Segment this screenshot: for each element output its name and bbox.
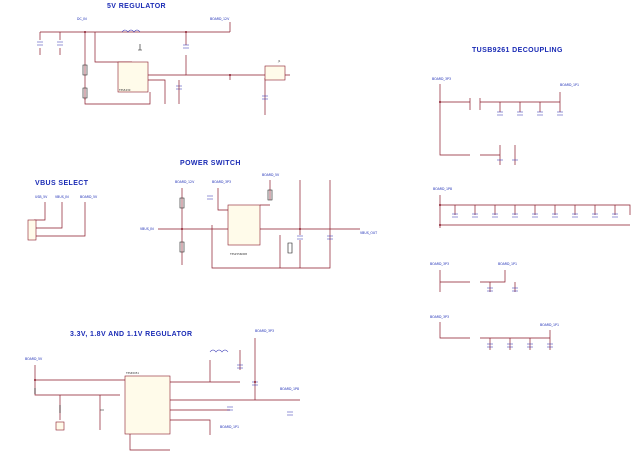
section-vbus-select: USB_5V VBUS_IN BOARD_5V bbox=[27, 195, 98, 241]
net-ps-5v: BOARD_5V bbox=[262, 173, 280, 177]
ic-tps5430-label: TPS5430 bbox=[119, 88, 131, 92]
jumper-vbus bbox=[27, 219, 37, 241]
net-reg-1p1: BOARD_1P1 bbox=[220, 425, 239, 429]
net-decoup-5: BOARD_1P1 bbox=[498, 262, 517, 266]
net-ps-12v: BOARD_12V bbox=[175, 180, 195, 184]
title-power-switch: POWER SWITCH bbox=[180, 160, 241, 167]
net-reg-in: BOARD_5V bbox=[25, 357, 43, 361]
ic-tps65051-label: TPS65051 bbox=[126, 371, 139, 375]
junctions bbox=[34, 31, 441, 383]
title-33-regulator: 3.3V, 1.8V AND 1.1V REGULATOR bbox=[70, 331, 192, 338]
section-decoupling: BOARD_3P3 BOARD_1P1 BOARD_1P8 BOARD_3P3 … bbox=[430, 77, 631, 350]
title-decoupling: TUSB9261 DECOUPLING bbox=[472, 47, 563, 54]
net-ps-in: VBUS_IN bbox=[140, 227, 154, 231]
connector-dc-jack bbox=[264, 65, 286, 81]
section-power-switch: VBUS_IN VBUS_OUT BOARD_12V BOARD_3P3 BOA… bbox=[140, 173, 377, 269]
ic-tps65051 bbox=[124, 375, 171, 435]
net-ps-3p3: BOARD_3P3 bbox=[212, 180, 231, 184]
section-33-regulator: BOARD_5V BOARD_3P3 BOARD_1P8 BOARD_1P1 T… bbox=[25, 329, 300, 451]
net-decoup-1: BOARD_3P3 bbox=[432, 77, 451, 81]
net-vbus-c: BOARD_5V bbox=[80, 195, 98, 199]
net-decoup-6: BOARD_3P3 bbox=[430, 315, 449, 319]
ic-power-switch bbox=[227, 204, 261, 246]
net-reg-1p8: BOARD_1P8 bbox=[280, 387, 299, 391]
title-5v-regulator: 5V REGULATOR bbox=[107, 3, 166, 10]
led-power bbox=[55, 421, 65, 431]
net-ps-out: VBUS_OUT bbox=[360, 231, 377, 235]
net-decoup-4: BOARD_3P3 bbox=[430, 262, 449, 266]
net-vbus-b: VBUS_IN bbox=[55, 195, 69, 199]
ic-tps5430 bbox=[117, 61, 149, 93]
title-vbus-select: VBUS SELECT bbox=[35, 180, 89, 187]
connector-label: J1 bbox=[277, 59, 281, 63]
net-decoup-3: BOARD_1P8 bbox=[433, 187, 452, 191]
net-vbus-a: USB_5V bbox=[35, 195, 48, 199]
section-5v-regulator: DC_IN BOARD_12V TPS5430 J1 bbox=[37, 17, 290, 115]
ic-power-switch-label: TPS2556DRB bbox=[230, 252, 247, 256]
net-board-12v: BOARD_12V bbox=[210, 17, 230, 21]
net-dc-in-top: DC_IN bbox=[77, 17, 87, 21]
net-decoup-2: BOARD_1P1 bbox=[560, 83, 579, 87]
net-decoup-7: BOARD_1P1 bbox=[540, 323, 559, 327]
net-reg-3p3: BOARD_3P3 bbox=[255, 329, 274, 333]
